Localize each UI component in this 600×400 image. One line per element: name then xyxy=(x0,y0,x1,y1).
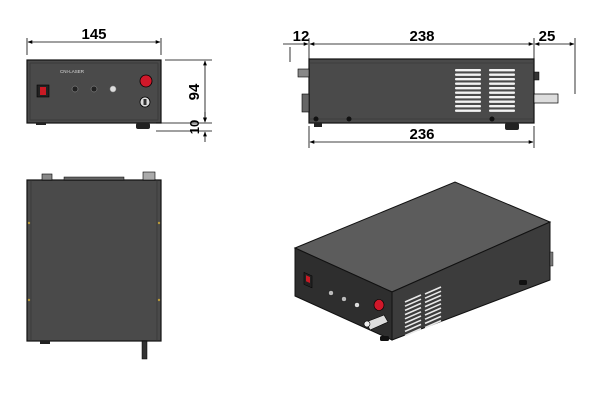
top-body xyxy=(26,179,162,342)
iso-vent-slot xyxy=(404,311,422,320)
vent-slot xyxy=(455,96,481,99)
knob-3 xyxy=(109,85,117,93)
vent-slot xyxy=(455,82,481,85)
iso-vent-slot xyxy=(424,286,442,295)
vent-slot xyxy=(489,87,515,90)
iso-vent-slot xyxy=(424,290,442,299)
side-vents xyxy=(455,69,515,112)
iso-foot-front xyxy=(380,336,389,341)
key-slot xyxy=(143,99,147,105)
iso-vent-slot xyxy=(404,327,422,337)
front-panel-inner xyxy=(29,62,159,121)
front-key-side xyxy=(533,93,559,104)
iso-vent-slot xyxy=(404,302,422,312)
iso-knob-3 xyxy=(354,302,360,308)
front-dimensions: 145 94 10 xyxy=(26,26,212,142)
rear-connector-bottom xyxy=(301,93,310,113)
vent-slot xyxy=(489,109,515,112)
front-foot xyxy=(136,123,150,129)
iso-foot-right xyxy=(519,280,527,285)
top-rear-connector-1 xyxy=(41,173,53,181)
iso-vent-slot xyxy=(424,294,442,304)
iso-knob-2 xyxy=(341,296,347,302)
knob-1 xyxy=(71,85,79,93)
vent-slot xyxy=(489,82,515,85)
vent-slot xyxy=(455,73,481,76)
iso-rear-connector xyxy=(549,251,554,267)
top-view xyxy=(26,171,162,360)
vent-slot xyxy=(489,105,515,108)
top-rear-connector-3 xyxy=(142,171,156,181)
screw-3 xyxy=(489,116,495,122)
vent-slot xyxy=(489,96,515,99)
vent-slot xyxy=(455,105,481,108)
iso-vent-slot xyxy=(404,315,422,324)
side-foot-front xyxy=(505,123,519,130)
iso-vent-slot xyxy=(424,315,442,325)
vent-slot xyxy=(455,69,481,72)
screw-1 xyxy=(313,116,319,122)
dim-side-bottom: 236 xyxy=(409,126,434,143)
dim-side-body: 238 xyxy=(409,28,434,45)
vent-slot xyxy=(489,91,515,94)
iso-vent-slot xyxy=(404,306,422,316)
side-dimensions: 12 238 25 236 xyxy=(283,28,576,148)
iso-emergency-button xyxy=(373,299,385,311)
vent-slot xyxy=(455,100,481,103)
dim-front-width: 145 xyxy=(81,26,106,43)
top-rear-connector-2 xyxy=(63,176,125,181)
iso-vent-slot xyxy=(404,323,422,333)
vent-slot xyxy=(455,87,481,90)
vent-slot xyxy=(455,109,481,112)
vent-slot xyxy=(455,78,481,81)
side-foot-rear xyxy=(314,123,322,127)
brand-label: CNI-LASER xyxy=(60,69,85,74)
top-front-key xyxy=(141,340,148,360)
vent-slot xyxy=(489,100,515,103)
isometric-view xyxy=(293,181,554,341)
iso-vent-slot xyxy=(424,311,442,320)
top-front-foot-left xyxy=(40,341,50,344)
iso-vent-slot xyxy=(404,319,422,328)
front-knob-side xyxy=(533,71,540,81)
dim-foot-height: 10 xyxy=(187,120,202,134)
vent-slot xyxy=(489,78,515,81)
side-body xyxy=(308,58,535,124)
emergency-button xyxy=(139,74,153,88)
dim-side-rear: 12 xyxy=(293,28,310,45)
iso-front-face xyxy=(294,247,393,341)
iso-vent-slot xyxy=(424,303,442,312)
front-view: CNI-LASER xyxy=(26,59,162,129)
dim-side-front: 25 xyxy=(539,28,556,45)
rear-connector-top xyxy=(297,68,310,78)
vent-slot xyxy=(489,69,515,72)
knob-2 xyxy=(90,85,98,93)
iso-power-rocker xyxy=(306,275,310,284)
iso-key xyxy=(365,314,389,331)
iso-vent-slot xyxy=(404,298,422,307)
iso-vents xyxy=(404,286,442,337)
iso-knob-1 xyxy=(328,290,334,296)
iso-vent-slot xyxy=(424,319,442,329)
vent-slot xyxy=(455,91,481,94)
side-view xyxy=(297,58,559,130)
screw-2 xyxy=(346,116,352,122)
front-foot-left xyxy=(36,123,46,125)
power-switch-rocker xyxy=(40,87,46,95)
iso-vent-slot xyxy=(424,307,442,316)
iso-vent-slot xyxy=(424,298,442,308)
iso-vent-slot xyxy=(404,294,422,303)
dim-front-height: 94 xyxy=(186,83,203,100)
vent-slot xyxy=(489,73,515,76)
